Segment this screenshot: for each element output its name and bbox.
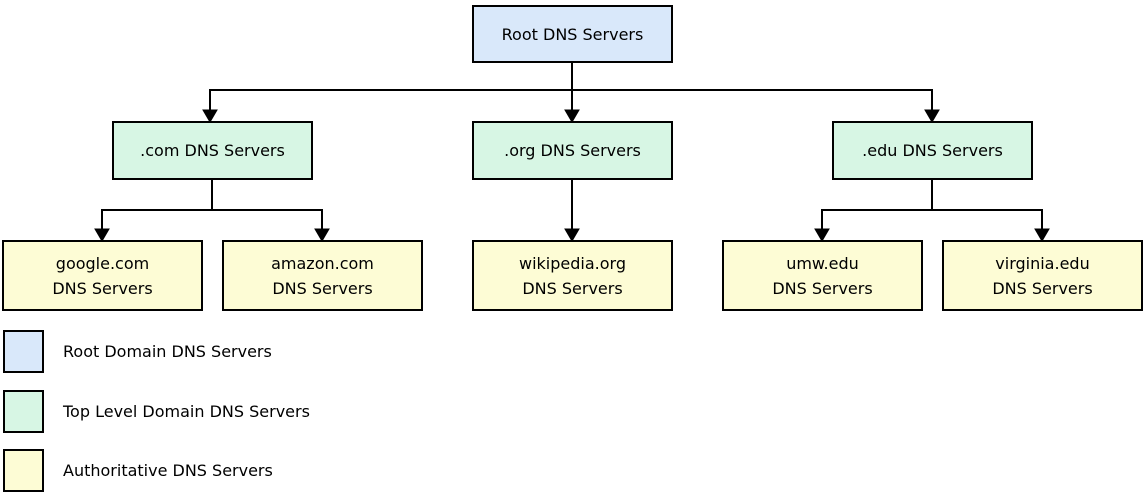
edge-root-to-tlds <box>202 62 940 123</box>
legend-swatch-top-level-domain <box>3 390 44 433</box>
legend-swatch-authoritative <box>3 449 44 492</box>
node-label: .org DNS Servers <box>504 141 641 160</box>
node-edu-dns-servers: .edu DNS Servers <box>832 121 1033 180</box>
node-root-dns-servers: Root DNS Servers <box>472 5 673 63</box>
legend-item-top-level-domain: Top Level Domain DNS Servers <box>3 390 310 433</box>
legend-item-authoritative: Authoritative DNS Servers <box>3 449 273 492</box>
legend-item-root-domain: Root Domain DNS Servers <box>3 330 272 373</box>
legend-label-root-domain: Root Domain DNS Servers <box>63 342 272 361</box>
node-label-line1: virginia.edu <box>995 253 1090 273</box>
node-wikipedia-dns-servers: wikipedia.org DNS Servers <box>472 240 673 311</box>
node-com-dns-servers: .com DNS Servers <box>112 121 313 180</box>
legend-label-top-level-domain: Top Level Domain DNS Servers <box>63 402 310 421</box>
node-label: .edu DNS Servers <box>862 141 1003 160</box>
node-label-line1: google.com <box>55 253 150 273</box>
node-label-line2: DNS Servers <box>772 278 873 298</box>
edge-org-to-child <box>564 179 580 242</box>
node-label-line2: DNS Servers <box>522 278 623 298</box>
node-virginia-dns-servers: virginia.edu DNS Servers <box>942 240 1143 311</box>
node-label-line2: DNS Servers <box>52 278 153 298</box>
edge-com-to-children <box>94 179 330 242</box>
node-label-line1: wikipedia.org <box>519 253 626 273</box>
node-label-line2: DNS Servers <box>272 278 373 298</box>
node-org-dns-servers: .org DNS Servers <box>472 121 673 180</box>
edge-edu-to-children <box>814 179 1050 242</box>
node-google-dns-servers: google.com DNS Servers <box>2 240 203 311</box>
node-amazon-dns-servers: amazon.com DNS Servers <box>222 240 423 311</box>
legend-label-authoritative: Authoritative DNS Servers <box>63 461 273 480</box>
node-label: Root DNS Servers <box>501 24 644 44</box>
legend-swatch-root-domain <box>3 330 44 373</box>
node-label-line2: DNS Servers <box>992 278 1093 298</box>
node-label: .com DNS Servers <box>140 141 285 160</box>
node-label-line1: amazon.com <box>271 253 374 273</box>
node-umw-dns-servers: umw.edu DNS Servers <box>722 240 923 311</box>
node-label-line1: umw.edu <box>786 253 859 273</box>
